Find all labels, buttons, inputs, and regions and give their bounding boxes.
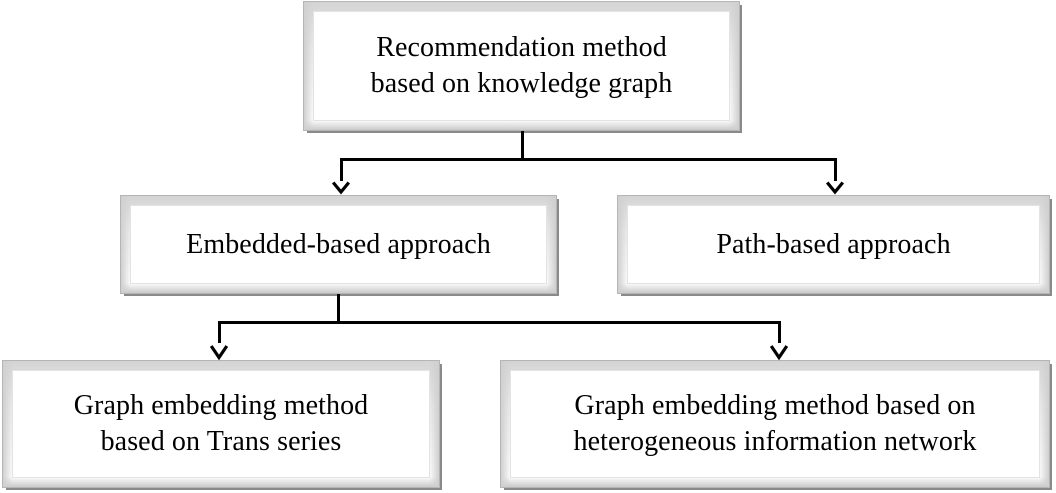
node-label-embedded-based-approach: Embedded-based approach xyxy=(186,228,491,260)
node-recommendation-method[interactable]: Recommendation method based on knowledge… xyxy=(303,1,740,131)
connector-root-to-path xyxy=(834,158,837,181)
node-graph-embedding-heterogeneous-network[interactable]: Graph embedding method based on heteroge… xyxy=(500,360,1050,488)
connector-level2-bar xyxy=(218,321,781,324)
connector-root-stem xyxy=(521,131,524,161)
connector-level1-bar xyxy=(340,158,837,161)
down-arrow-icon-path xyxy=(825,178,845,198)
node-face: Graph embedding method based on Trans se… xyxy=(12,370,430,478)
node-face: Graph embedding method based on heteroge… xyxy=(510,370,1040,478)
down-arrow-icon-hin xyxy=(769,341,789,363)
down-arrow-icon-trans xyxy=(209,341,229,363)
connector-root-to-embedded xyxy=(340,158,343,181)
node-path-based-approach[interactable]: Path-based approach xyxy=(617,195,1050,294)
node-label-path-based-approach: Path-based approach xyxy=(716,228,951,260)
connector-embedded-stem xyxy=(337,294,340,324)
node-label-graph-embedding-heterogeneous-network: Graph embedding method based on heteroge… xyxy=(573,390,977,457)
node-face: Recommendation method based on knowledge… xyxy=(313,11,730,121)
connector-embedded-to-trans xyxy=(218,321,221,343)
node-face: Path-based approach xyxy=(627,205,1040,284)
node-label-graph-embedding-trans-series: Graph embedding method based on Trans se… xyxy=(73,390,369,457)
down-arrow-icon-embedded xyxy=(331,178,351,198)
node-embedded-based-approach[interactable]: Embedded-based approach xyxy=(120,195,557,294)
node-label-recommendation-method: Recommendation method based on knowledge… xyxy=(370,32,673,99)
node-face: Embedded-based approach xyxy=(130,205,547,284)
node-graph-embedding-trans-series[interactable]: Graph embedding method based on Trans se… xyxy=(2,360,440,488)
connector-embedded-to-hin xyxy=(778,321,781,343)
